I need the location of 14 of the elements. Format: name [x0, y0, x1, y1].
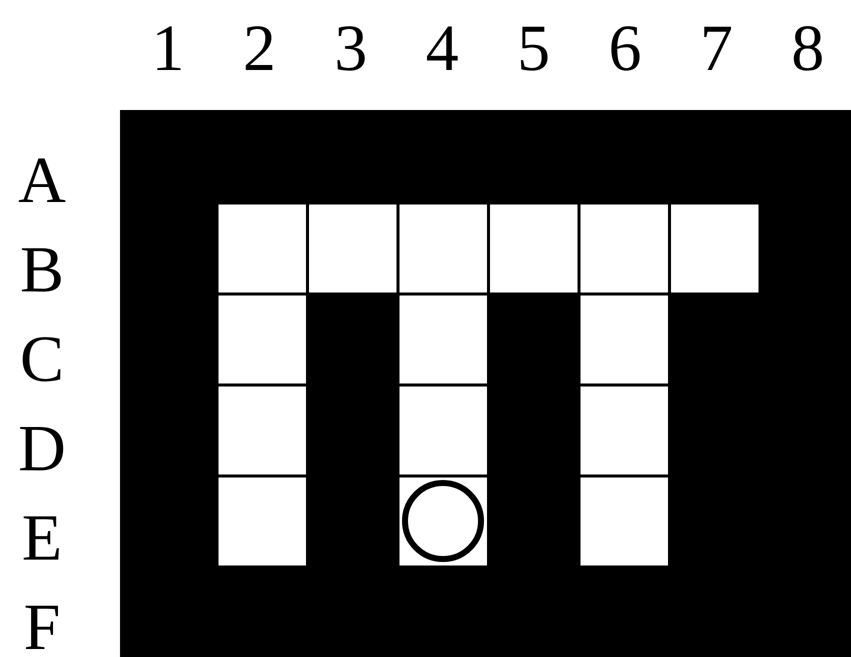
column-label: 7: [704, 26, 731, 70]
row-label: A: [18, 158, 66, 202]
column-label: 2: [246, 26, 272, 70]
column-label: 4: [427, 26, 458, 70]
column-label: 3: [337, 26, 365, 71]
row-label: B: [22, 248, 61, 292]
row-label: F: [26, 606, 58, 649]
row-label: E: [24, 516, 59, 560]
column-label: 6: [611, 26, 640, 71]
column-label: 8: [794, 26, 822, 71]
column-label: 1: [157, 26, 181, 70]
row-label: C: [22, 337, 60, 382]
column-label: 5: [520, 26, 548, 71]
row-label: D: [20, 427, 64, 470]
